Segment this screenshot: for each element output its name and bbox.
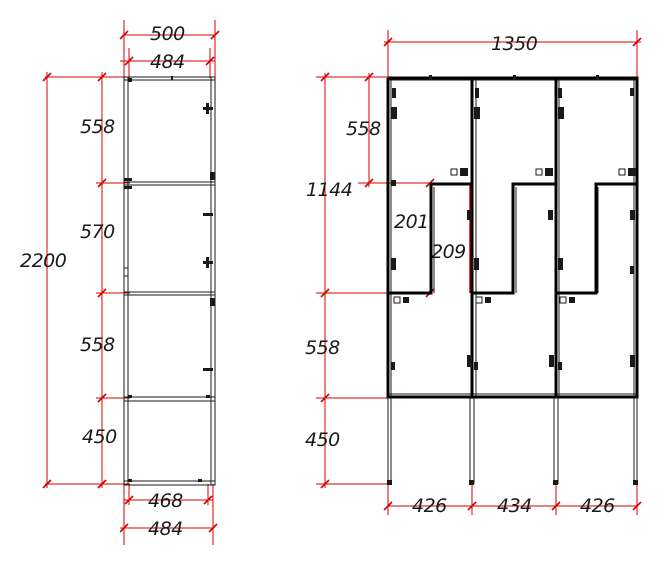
dim-558-top-right: 558 — [346, 118, 381, 140]
dim-426-left: 426 — [412, 495, 447, 517]
dim-468: 468 — [148, 490, 183, 512]
dim-500: 500 — [150, 23, 185, 45]
dim-570: 570 — [80, 221, 115, 243]
dim-434: 434 — [497, 495, 532, 517]
dim-558-a: 558 — [80, 116, 115, 138]
dim-450-left: 450 — [82, 426, 117, 448]
dim-558-b: 558 — [80, 334, 115, 356]
right-dimensions — [316, 30, 642, 515]
left-dimensions — [42, 20, 220, 545]
dim-484-top: 484 — [150, 51, 185, 73]
dim-201: 201 — [394, 211, 429, 233]
dim-209: 209 — [431, 241, 466, 263]
dim-1350: 1350 — [491, 33, 538, 55]
right-dimension-labels: 1350 558 1144 201 209 558 450 426 434 42… — [305, 33, 616, 517]
dim-484-bottom: 484 — [148, 518, 183, 540]
right-cabinet — [386, 75, 639, 485]
dim-1144: 1144 — [306, 179, 352, 201]
dim-450-right: 450 — [305, 429, 340, 451]
left-cabinet — [123, 76, 216, 486]
dim-558-mid-right: 558 — [305, 337, 340, 359]
left-dimension-labels: 500 484 2200 558 570 558 450 468 484 — [20, 23, 186, 540]
dim-426-right: 426 — [580, 495, 615, 517]
dim-2200: 2200 — [20, 250, 67, 272]
